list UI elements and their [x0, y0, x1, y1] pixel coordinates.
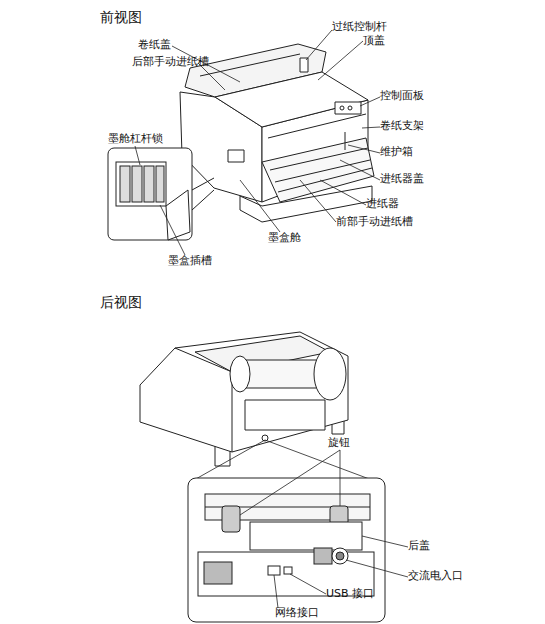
leader-line — [290, 574, 326, 594]
inset-frame — [108, 148, 192, 240]
leader-line — [360, 97, 380, 106]
tray-line — [275, 160, 370, 182]
front-printer — [180, 44, 374, 222]
inset-pointer — [192, 178, 214, 190]
part-label: 墨盒舱 — [268, 232, 301, 244]
leader-line — [274, 575, 278, 608]
part-label: 交流电入口 — [408, 570, 463, 582]
inset-frame — [188, 478, 385, 622]
leader-line — [346, 560, 408, 577]
leader-line — [340, 450, 341, 506]
leader-line — [240, 180, 280, 232]
usb-port — [284, 567, 292, 574]
leader-line — [300, 180, 336, 222]
roll-end — [230, 356, 250, 392]
part-label: 墨盒插槽 — [168, 255, 212, 267]
ink-slot — [156, 166, 164, 202]
ink-bay — [116, 162, 166, 206]
leader-line — [362, 536, 408, 547]
panel-button — [340, 106, 344, 110]
network-port — [268, 566, 280, 575]
part-label: 后盖 — [408, 540, 430, 552]
rear-inset — [188, 478, 385, 622]
part-label: 进纸器 — [366, 198, 399, 210]
leader-line — [160, 205, 185, 255]
zoom-line — [194, 440, 265, 480]
control-panel — [335, 102, 361, 114]
ac-inlet — [332, 548, 348, 564]
ac-inlet-core — [336, 552, 344, 560]
rear-printer — [140, 332, 348, 466]
part-label: 顶盖 — [363, 35, 385, 47]
leader-line — [240, 450, 340, 515]
leader-line — [318, 41, 363, 80]
view-heading: 前视图 — [100, 10, 142, 25]
part-label: 卷纸支架 — [380, 120, 424, 132]
view-heading: 后视图 — [100, 295, 142, 310]
panel-button — [348, 106, 352, 110]
leader-line — [135, 146, 140, 165]
maintenance-box-edge — [345, 132, 346, 150]
vent — [314, 548, 332, 564]
part-label: 卷纸盖 — [138, 39, 171, 51]
roll-end — [314, 348, 346, 400]
roll-cover-edge — [200, 54, 300, 76]
rear-leaders — [240, 450, 408, 608]
leader-line — [320, 180, 366, 205]
part-label: 网络接口 — [275, 607, 319, 619]
ink-slot — [144, 166, 154, 202]
front-slot — [268, 114, 366, 138]
knob — [222, 506, 240, 532]
part-label: USB 接口 — [326, 588, 374, 600]
part-label: 旋钮 — [328, 437, 350, 449]
part-label: 后部手动进纸槽 — [132, 56, 209, 68]
ink-inset — [108, 148, 214, 240]
part-label: 过纸控制杆 — [332, 21, 387, 33]
rear-cover — [250, 522, 362, 550]
rear-body — [140, 332, 348, 452]
ink-slot — [132, 166, 142, 202]
vent — [204, 562, 232, 584]
ink-door — [166, 190, 190, 240]
part-label: 前部手动进纸槽 — [336, 216, 413, 228]
ink-bay-lock — [228, 150, 244, 162]
inset-pointer — [192, 190, 214, 210]
part-label: 控制面板 — [380, 90, 424, 102]
part-label: 维护箱 — [380, 146, 413, 158]
ink-slot — [120, 166, 130, 202]
part-label: 墨舱杠杆锁 — [108, 133, 163, 145]
leader-line — [348, 145, 380, 153]
paper-lever — [300, 58, 308, 72]
rear-panel — [245, 400, 325, 430]
leader-line — [362, 127, 380, 128]
leader-line — [306, 30, 332, 60]
leader-line — [340, 160, 380, 180]
tray-line — [278, 168, 372, 192]
zoom-line — [265, 440, 372, 480]
part-label: 进纸器盖 — [380, 173, 424, 185]
